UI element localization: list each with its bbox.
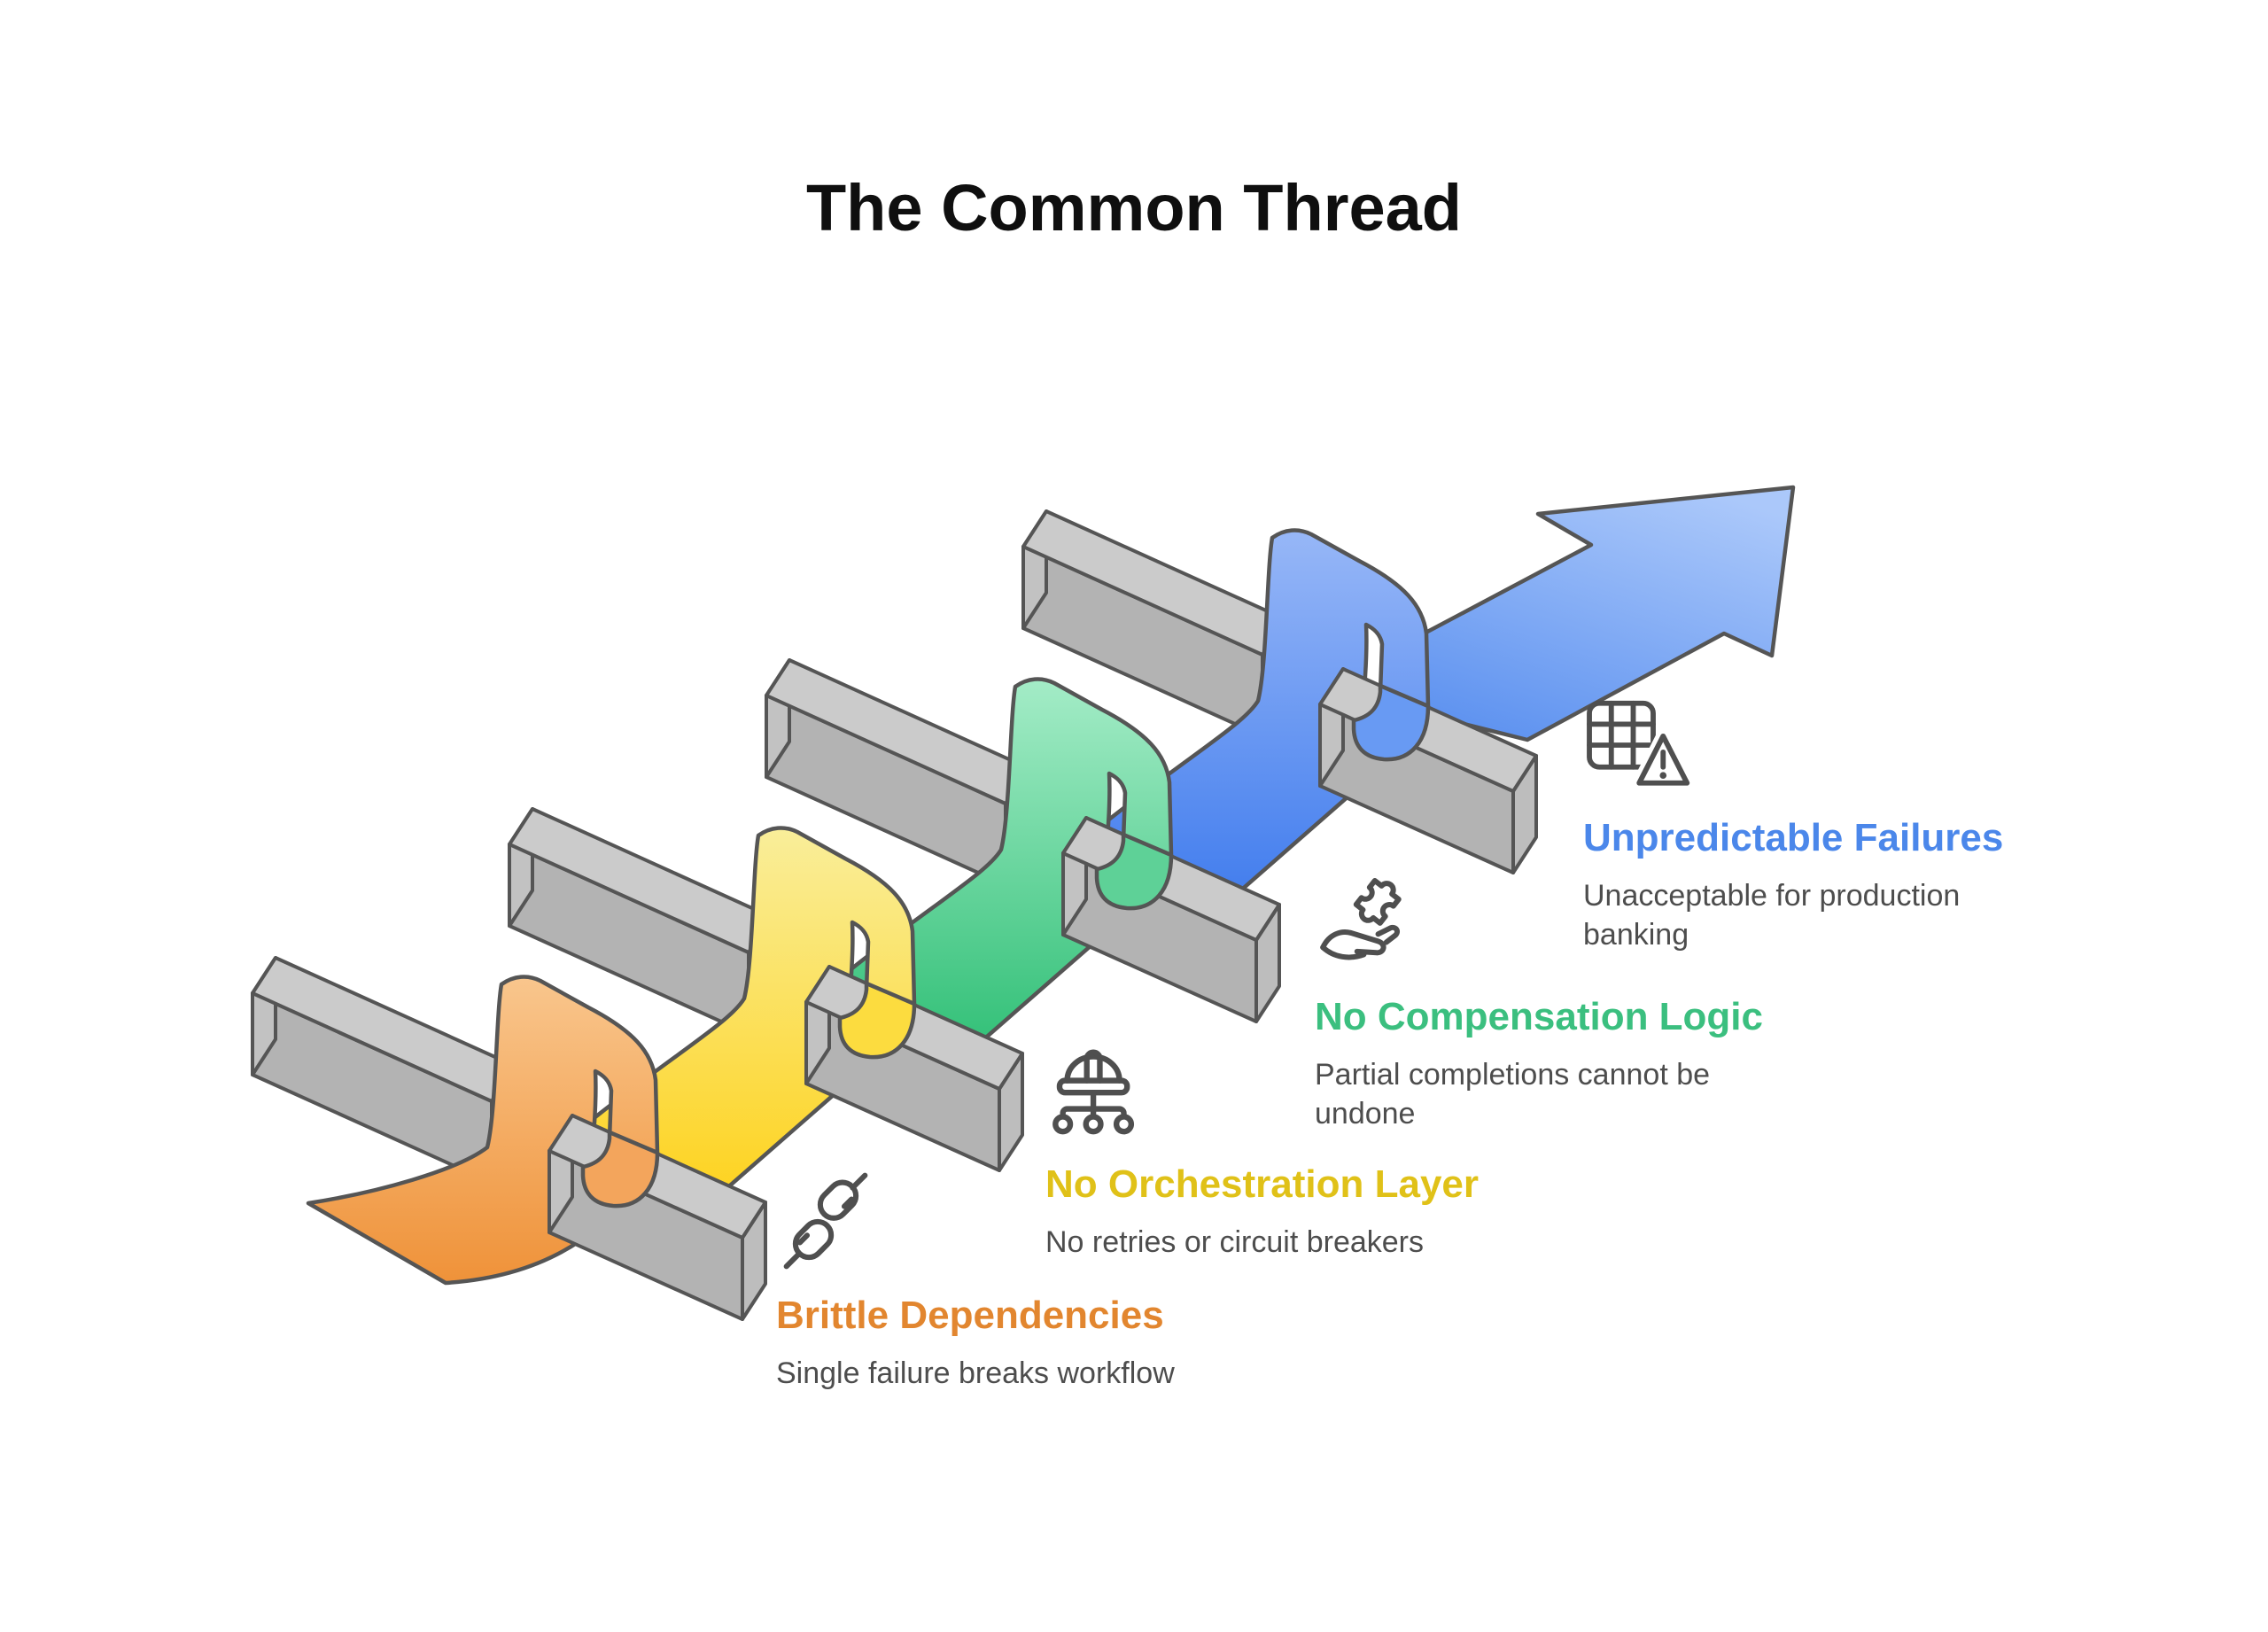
ribbon-segment-blue: [1068, 485, 1796, 925]
step-description: Unacceptable for production banking: [1583, 879, 1961, 952]
step-description: Partial completions cannot be undone: [1315, 1058, 1711, 1131]
step-no-compensation-logic: No Compensation Logic Partial completion…: [1315, 866, 1763, 1133]
rear-bar-1: [251, 956, 517, 1185]
table-warning-icon: [1587, 700, 1691, 790]
step-unpredictable-failures: Unpredictable Failures Unacceptable for …: [1583, 697, 2004, 954]
step-title: Brittle Dependencies: [776, 1294, 1164, 1337]
helmet-orchestration-icon: [1052, 1049, 1135, 1135]
step-description: No retries or circuit breakers: [1045, 1225, 1425, 1259]
step-brittle-dependencies: Brittle Dependencies Single failure brea…: [776, 1171, 1237, 1393]
step-title: No Orchestration Layer: [1045, 1162, 1480, 1206]
puzzle-hand-icon: [1320, 877, 1402, 960]
step-title: Unpredictable Failures: [1583, 816, 2004, 859]
step-description: Single failure breaks workflow: [776, 1356, 1175, 1390]
step-title: No Compensation Logic: [1315, 995, 1763, 1038]
broken-chain-icon: [783, 1172, 868, 1270]
step-no-orchestration-layer: No Orchestration Layer No retries or cir…: [1045, 1035, 1506, 1262]
page-title: The Common Thread: [805, 171, 1463, 245]
